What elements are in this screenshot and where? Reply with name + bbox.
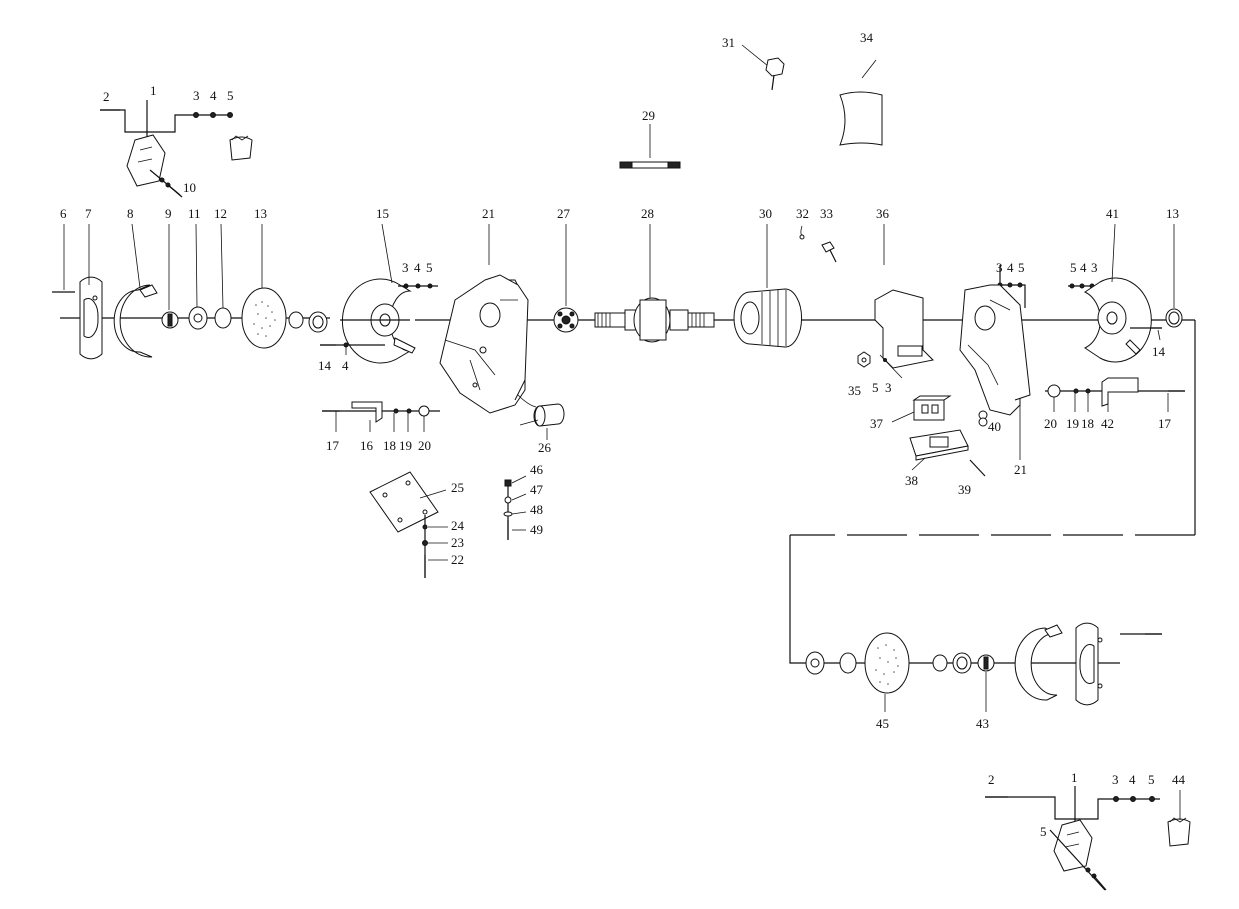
motor-housing-left: 21 26	[415, 206, 565, 455]
label-part-21b-5: 5	[1018, 260, 1025, 275]
label-part-8: 8	[127, 206, 134, 221]
label-part-41-5: 5	[1070, 260, 1077, 275]
label-part-48: 48	[530, 502, 543, 517]
label-part-15-5: 5	[426, 260, 433, 275]
label-part-5b: 5	[872, 380, 879, 395]
base-plate: 25 24 23 22	[369, 471, 465, 578]
mount-fasteners: 46 47 48 49	[503, 462, 544, 540]
label-part-13b: 13	[1166, 206, 1179, 221]
label-part-34: 34	[860, 30, 874, 45]
label-part-24: 24	[451, 518, 465, 533]
label-part-42: 42	[1101, 416, 1114, 431]
label-part-16: 16	[360, 438, 374, 453]
label-part-12: 12	[214, 206, 227, 221]
stator: 30 32 33	[720, 206, 860, 348]
label-part-27: 27	[557, 206, 571, 221]
label-part-31: 31	[722, 35, 735, 50]
label-part-20: 20	[418, 438, 431, 453]
label-part-13: 13	[254, 206, 267, 221]
top-left-switch-assembly: 1 2 3 4 5 10	[100, 83, 253, 198]
label-part-2b: 2	[988, 772, 995, 787]
label-part-1b: 1	[1071, 770, 1078, 785]
label-part-19b: 19	[1066, 416, 1079, 431]
label-part-5: 5	[227, 88, 234, 103]
label-part-23: 23	[451, 535, 464, 550]
label-part-2: 2	[103, 89, 110, 104]
label-part-21: 21	[482, 206, 495, 221]
label-part-26: 26	[538, 440, 552, 455]
wheel-texture	[253, 301, 276, 337]
label-part-25: 25	[451, 480, 464, 495]
bottom-right-switch-assembly: 2 1 3 4 5 44 5	[985, 770, 1191, 891]
label-part-15-4: 4	[414, 260, 421, 275]
label-part-33: 33	[820, 206, 833, 221]
label-part-41: 41	[1106, 206, 1119, 221]
label-part-3: 3	[193, 88, 200, 103]
tool-rest-left: 17 16 18 19 20	[322, 401, 440, 453]
label-part-18: 18	[383, 438, 396, 453]
label-part-45: 45	[876, 716, 889, 731]
label-part-11: 11	[188, 206, 201, 221]
label-part-5d: 5	[1040, 824, 1047, 839]
label-part-44: 44	[1172, 772, 1186, 787]
label-part-3b: 3	[885, 380, 892, 395]
label-part-21b-4: 4	[1007, 260, 1014, 275]
label-part-46: 46	[530, 462, 544, 477]
label-part-17b: 17	[1158, 416, 1172, 431]
label-part-17: 17	[326, 438, 340, 453]
connector-line	[789, 320, 1196, 664]
label-part-30: 30	[759, 206, 772, 221]
wheel-texture-2	[875, 644, 899, 685]
right-guard: 41 13 5 4 3 14	[1068, 206, 1195, 363]
label-part-9: 9	[165, 206, 172, 221]
label-part-7: 7	[85, 206, 92, 221]
label-part-49: 49	[530, 522, 543, 537]
label-part-40: 40	[988, 419, 1001, 434]
tool-rest-right: 20 19 18 42 17	[1044, 377, 1185, 431]
label-part-22: 22	[451, 552, 464, 567]
label-part-1: 1	[150, 83, 157, 98]
label-part-21b-3: 3	[996, 260, 1003, 275]
label-part-21b: 21	[1014, 462, 1027, 477]
bearing-shaft-rotor: 27 28 29	[540, 108, 720, 343]
label-part-41-3: 3	[1091, 260, 1098, 275]
label-part-4: 4	[210, 88, 217, 103]
switch-box: 35 5 3 37 38 39 40 36	[848, 206, 1001, 497]
label-part-19: 19	[399, 438, 412, 453]
label-part-39: 39	[958, 482, 971, 497]
left-wheel-assembly: 6 7 8 9 11 12 13 15 3 4 5 14 4	[52, 206, 438, 373]
label-part-5c: 5	[1148, 772, 1155, 787]
label-part-10: 10	[183, 180, 196, 195]
power-cord-and-label: 31 34	[722, 30, 883, 146]
label-part-6: 6	[60, 206, 67, 221]
label-part-4c: 4	[1129, 772, 1136, 787]
label-part-28: 28	[641, 206, 654, 221]
label-part-47: 47	[530, 482, 544, 497]
label-part-14b: 14	[1152, 344, 1166, 359]
right-wheel-assembly: 45 43	[805, 622, 1162, 731]
label-part-3c: 3	[1112, 772, 1119, 787]
label-part-43: 43	[976, 716, 989, 731]
label-part-32: 32	[796, 206, 809, 221]
label-part-35: 35	[848, 383, 861, 398]
label-part-38: 38	[905, 473, 918, 488]
label-part-18b: 18	[1081, 416, 1094, 431]
label-part-41-4: 4	[1080, 260, 1087, 275]
label-part-15: 15	[376, 206, 389, 221]
label-part-20b: 20	[1044, 416, 1057, 431]
label-part-36: 36	[876, 206, 890, 221]
motor-housing-right: 21 3 4 5	[940, 260, 1070, 477]
label-part-37: 37	[870, 416, 884, 431]
label-part-29: 29	[642, 108, 655, 123]
label-part-15-3: 3	[402, 260, 409, 275]
label-part-14-4: 4	[342, 358, 349, 373]
label-part-14: 14	[318, 358, 332, 373]
